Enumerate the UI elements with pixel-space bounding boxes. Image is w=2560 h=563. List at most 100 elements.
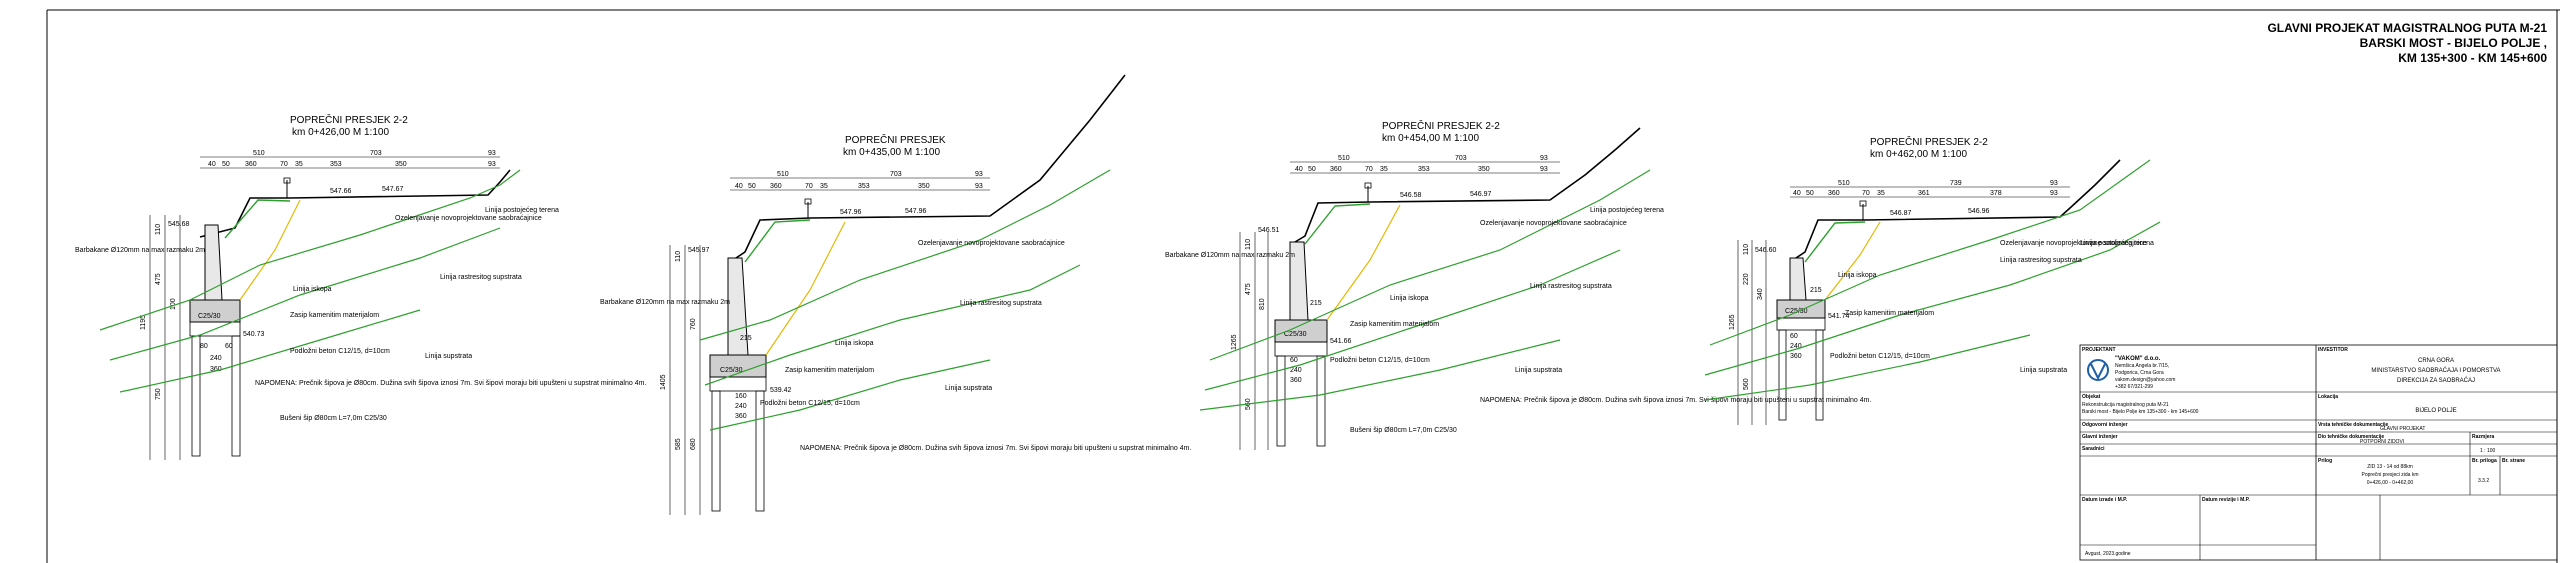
section-3-subdim: 360	[1330, 166, 1342, 173]
title-block: PROJEKTANT "VAKOM" d.o.o. Nemšica Angela…	[2079, 344, 2558, 561]
firm-address-1: Nemšica Angela br.7/15,	[2115, 363, 2169, 369]
section-2-subdim: 350	[918, 183, 930, 190]
header-line-3: KM 135+300 - KM 145+600	[2398, 51, 2547, 65]
lokacija-value: BIJELO POLJE	[2415, 408, 2456, 414]
dio-value: POTPORNI ZIDOVI	[2360, 439, 2404, 445]
section-3-dim-a: 510	[1338, 155, 1350, 162]
investitor-1: CRNA GORA	[2418, 358, 2454, 364]
section-2-subdim: 40	[735, 183, 743, 190]
section-3-dim-b: 703	[1455, 155, 1467, 162]
section-2-concrete: C25/30	[720, 367, 743, 374]
section-3-basedim: 360	[1290, 377, 1302, 384]
section-3-basedim: 60	[1290, 357, 1298, 364]
section-3-concrete: C25/30	[1284, 331, 1307, 338]
section-4-found-level: 541.74	[1828, 313, 1850, 320]
section-1-sidedim: 100	[170, 298, 177, 310]
section-3-found-level: 541.66	[1330, 338, 1352, 345]
investitor-3: DIREKCIJA ZA SAOBRAĆAJ	[2397, 377, 2475, 384]
section-1-rastresiti: Linija rastresitog supstrata	[440, 274, 522, 281]
section-3-supstrat: Linija supstrata	[1515, 367, 1562, 374]
section-1-sidedim: 750	[155, 388, 162, 400]
section-1-basedim: 60	[225, 343, 233, 350]
brpriloga-label: Br. priloga	[2472, 458, 2497, 464]
section-2-level-b: 547.96	[905, 208, 927, 215]
section-1-title: POPREČNI PRESJEK 2-2	[290, 113, 408, 126]
section-1-subdim: 50	[222, 161, 230, 168]
section-1-subdim: 40	[208, 161, 216, 168]
section-2-sidedim: 760	[690, 318, 697, 330]
section-1-teren: Linija postojećeg terena	[485, 207, 559, 214]
section-1-subtitle: km 0+426,00 M 1:100	[292, 127, 389, 138]
section-3-sidedim: 475	[1245, 283, 1252, 295]
section-1-dim-b: 703	[370, 150, 382, 157]
prilog-3: 0+426,00 - 0+462,00	[2367, 480, 2414, 486]
objekat-1: Rekonstrukcija magistralnog puta M-21	[2082, 402, 2169, 408]
section-4-podlozni: Podložni beton C12/15, d=10cm	[1830, 353, 1930, 360]
section-2-barbakane: Barbakane Ø120mm na max razmaku 2m	[600, 299, 730, 306]
section-4-sidedim: 220	[1743, 273, 1750, 285]
lokacija-label: Lokacija	[2318, 394, 2338, 400]
section-4-basedim: 240	[1790, 343, 1802, 350]
investitor-2: MINISTARSTVO SAOBRAĆAJA I POMORSTVA	[2371, 367, 2500, 374]
section-3-sidedim: 1265	[1231, 334, 1238, 350]
section-1-basedim: 240	[210, 355, 222, 362]
section-4-sidedim: 110	[1743, 244, 1750, 255]
section-3-zasip: Zasip kamenitim materijalom	[1350, 321, 1439, 328]
section-2-zasip: Zasip kamenitim materijalom	[785, 367, 874, 374]
section-4-subdim: 360	[1828, 190, 1840, 197]
section-2-level-a: 547.96	[840, 209, 862, 216]
section-2-sidedim: 585	[675, 438, 682, 450]
section-2-ozel: Ozelenjavanje novoprojektovane saobraćaj…	[918, 240, 1065, 247]
section-3-napomena: NAPOMENA: Prečnik šipova je Ø80cm. Dužin…	[1480, 397, 1871, 404]
brstrane-label: Br. strane	[2502, 458, 2525, 464]
section-1-zasip: Zasip kamenitim materijalom	[290, 312, 379, 319]
section-1-subdim: 35	[295, 161, 303, 168]
section-1-subdim: 93	[488, 161, 496, 168]
section-3-ozel: Ozelenjavanje novoprojektovane saobraćaj…	[1480, 220, 1627, 227]
section-4-rastresiti: Linija rastresitog supstrata	[2000, 257, 2082, 264]
header-line-1: GLAVNI PROJEKAT MAGISTRALNOG PUTA M-21	[2267, 21, 2547, 35]
section-3-subdim: 40	[1295, 166, 1303, 173]
section-3-subdim: 350	[1478, 166, 1490, 173]
investitor-label: INVESTITOR	[2318, 347, 2348, 353]
section-1-napomena: NAPOMENA: Prečnik šipova je Ø80cm. Dužin…	[255, 380, 646, 387]
cross-section-1: POPREČNI PRESJEK 2-2 km 0+426,00 M 1:100…	[75, 113, 646, 460]
section-3-sidedim: 110	[1245, 239, 1252, 250]
section-4-ozel: Ozelenjavanje novoprojektovane saobraćaj…	[2000, 240, 2147, 247]
datum-rev-label: Datum revizije i M.P.	[2202, 497, 2250, 503]
prilog-1: ZID 13 - 14 od 88km	[2367, 464, 2413, 470]
section-3-linija-iskopa: Linija iskopa	[1390, 295, 1429, 302]
section-1-concrete: C25/30	[198, 313, 221, 320]
section-1-basedim: 80	[200, 343, 208, 350]
odgovorni-label: Odgovorni inženjer	[2082, 422, 2128, 428]
section-2-basedim: 240	[735, 403, 747, 410]
section-4-subdim: 361	[1918, 190, 1930, 197]
section-3-teren: Linija postojećeg terena	[1590, 207, 1664, 214]
section-2-subdim: 353	[858, 183, 870, 190]
section-1-basedim: 360	[210, 366, 222, 373]
section-3-title: POPREČNI PRESJEK 2-2	[1382, 119, 1500, 132]
section-2-napomena: NAPOMENA: Prečnik šipova je Ø80cm. Dužin…	[800, 445, 1191, 452]
section-2-subdim: 360	[770, 183, 782, 190]
section-1-buseni: Bušeni šip Ø80cm L=7,0m C25/30	[280, 415, 387, 422]
section-3-basedim: 215	[1310, 300, 1322, 307]
section-2-subtitle: km 0+435,00 M 1:100	[843, 147, 940, 158]
section-2-podlozni: Podložni beton C12/15, d=10cm	[760, 400, 860, 407]
section-4-subdim: 70	[1862, 190, 1870, 197]
section-2-dim-b: 703	[890, 171, 902, 178]
vrsta-label: Vrsta tehničke dokumentacije	[2318, 422, 2389, 428]
section-3-left-level: 546.51	[1258, 227, 1280, 234]
section-3-basedim: 240	[1290, 367, 1302, 374]
section-4-supstrat: Linija supstrata	[2020, 367, 2067, 374]
section-4-basedim: 360	[1790, 353, 1802, 360]
section-4-linija-iskopa: Linija iskopa	[1838, 272, 1877, 279]
saradnici-label: Saradnici	[2082, 446, 2105, 452]
section-3-subdim: 70	[1365, 166, 1373, 173]
section-4-dim-b: 739	[1950, 180, 1962, 187]
section-4-subtitle: km 0+462,00 M 1:100	[1870, 149, 1967, 160]
section-4-subdim: 50	[1806, 190, 1814, 197]
section-4-subdim: 378	[1990, 190, 2002, 197]
header-line-2: BARSKI MOST - BIJELO POLJE ,	[2360, 36, 2547, 50]
section-1-dim-c: 93	[488, 150, 496, 157]
